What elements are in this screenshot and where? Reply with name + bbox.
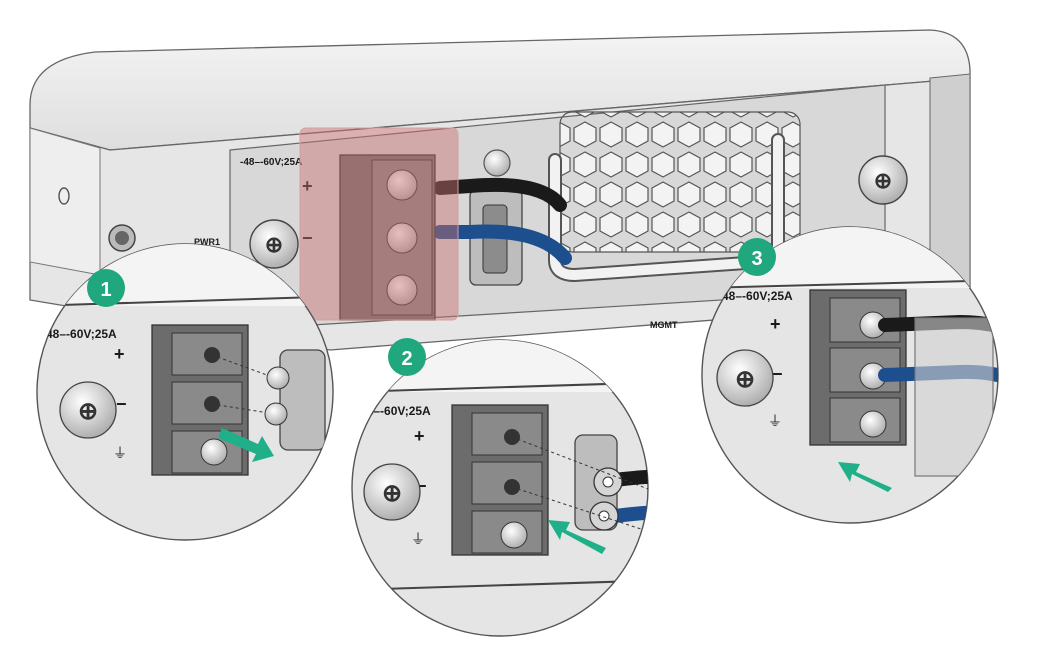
step-2-minus-symbol: − bbox=[416, 476, 427, 496]
svg-text:⊕: ⊕ bbox=[735, 366, 755, 393]
chassis-side-hole bbox=[58, 187, 70, 205]
svg-text:2: 2 bbox=[401, 348, 412, 370]
svg-text:3: 3 bbox=[751, 248, 762, 270]
step-3-voltage-label: -48–-60V;25A bbox=[718, 289, 793, 303]
mgmt-label: MGMT bbox=[650, 320, 678, 330]
step-3-terminal-cover bbox=[914, 317, 994, 477]
step-1-plus-symbol: + bbox=[114, 344, 125, 364]
svg-text:⊕: ⊕ bbox=[78, 398, 98, 425]
plus-symbol-main: + bbox=[302, 176, 313, 196]
step-2-voltage-label: -48–-60V;25A bbox=[356, 404, 431, 418]
step-3-minus-symbol: − bbox=[772, 364, 783, 384]
terminal-highlight bbox=[299, 127, 459, 321]
vent-grille bbox=[559, 111, 801, 253]
captive-screw-left: ⊕ bbox=[249, 219, 299, 269]
terminal-block-main bbox=[339, 154, 436, 321]
blue-cable-main bbox=[433, 224, 572, 265]
step-1-voltage-label: -48–-60V;25A bbox=[42, 327, 117, 341]
step-1-badge bbox=[87, 269, 125, 307]
step-2-insert-arrow bbox=[548, 520, 606, 554]
step-3-ground-symbol: ⏚ bbox=[768, 413, 782, 429]
svg-text:⊕: ⊕ bbox=[265, 232, 283, 257]
step-2-callout: -48–-60V;25A + − ⏚ ⊕ bbox=[351, 338, 649, 637]
svg-text:⊕: ⊕ bbox=[874, 168, 892, 193]
step-3-callout: -48–-60V;25A + − ⏚ ⊕ 3 bbox=[701, 226, 999, 524]
slot-label: PWR1 bbox=[194, 237, 220, 247]
step-1-minus-symbol: − bbox=[116, 394, 127, 414]
captive-screw-right: ⊕ bbox=[858, 155, 908, 205]
step-2-plus-symbol: + bbox=[414, 426, 425, 446]
step-3-badge bbox=[738, 238, 776, 276]
black-cable-main bbox=[433, 177, 567, 212]
step-2-ground-symbol: ⏚ bbox=[411, 531, 425, 547]
step-3-cover-arrow bbox=[838, 462, 892, 492]
step-2-black-cable bbox=[608, 469, 648, 495]
step-3-plus-symbol: + bbox=[770, 314, 781, 334]
step-2-badge bbox=[388, 338, 426, 376]
chassis-top-cover bbox=[29, 29, 971, 151]
step-1-ground-symbol: ⏚ bbox=[113, 445, 127, 461]
voltage-label: -48–-60V;25A bbox=[240, 157, 302, 168]
step-1-remove-arrow bbox=[218, 428, 274, 462]
step-2-blue-cable bbox=[608, 505, 648, 532]
svg-text:⊕: ⊕ bbox=[382, 480, 402, 507]
minus-symbol-main: − bbox=[302, 228, 313, 248]
svg-text:1: 1 bbox=[100, 279, 111, 301]
